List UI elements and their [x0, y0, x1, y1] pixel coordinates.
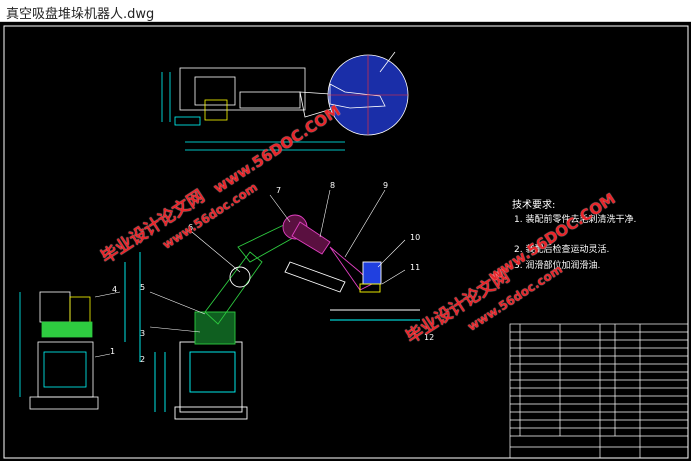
drawing-frame — [3, 25, 689, 459]
callout-5: 5 — [140, 283, 145, 292]
callout-11: 11 — [410, 263, 420, 272]
callout-2: 2 — [140, 355, 145, 364]
window-titlebar: 真空吸盘堆垛机器人.dwg — [0, 0, 691, 22]
tech-req-heading: 技术要求: — [512, 200, 556, 211]
callout-9: 9 — [383, 181, 388, 190]
top-view — [161, 51, 409, 151]
front-view-left — [19, 291, 99, 410]
side-view-arm — [94, 189, 420, 420]
title-block — [509, 323, 689, 459]
callout-6: 6 — [188, 223, 193, 232]
tech-req-line1: 1. 装配前零件去毛刺清洗干净. — [514, 215, 637, 225]
callout-1: 1 — [110, 347, 115, 356]
callout-labels: 1 2 3 4 5 6 7 8 9 10 11 12 — [110, 181, 434, 364]
callout-10: 10 — [410, 233, 420, 242]
window-title: 真空吸盘堆垛机器人.dwg — [6, 7, 155, 22]
callout-8: 8 — [330, 181, 335, 190]
cad-drawing: 1 2 3 4 5 6 7 8 9 10 11 12 — [3, 25, 689, 459]
callout-3: 3 — [140, 329, 145, 338]
tech-req-line2: 2. 装配后检查运动灵活. — [514, 245, 610, 255]
callout-7: 7 — [276, 186, 281, 195]
cad-drawing-canvas[interactable]: 1 2 3 4 5 6 7 8 9 10 11 12 技术要求: 1. 装配前零… — [0, 22, 691, 461]
tech-req-line3: 3. 润滑部位加润滑油. — [514, 261, 601, 271]
callout-12: 12 — [424, 333, 434, 342]
callout-4: 4 — [112, 285, 117, 294]
